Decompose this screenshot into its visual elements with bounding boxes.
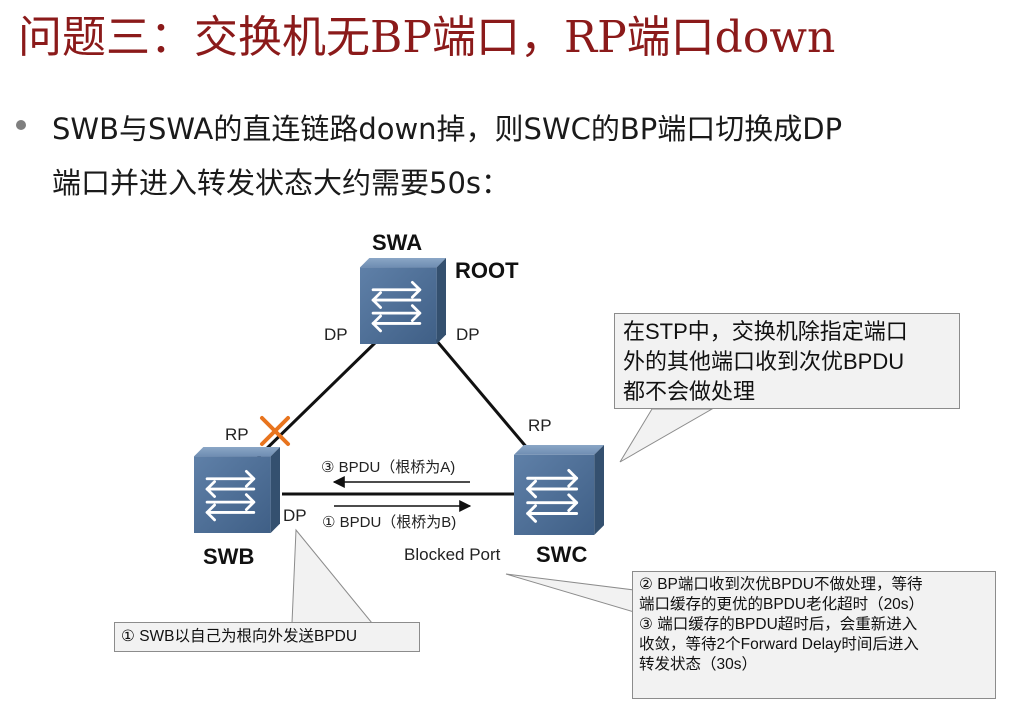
port-label-swa-right: DP <box>456 325 480 344</box>
bullet-line-1: SWB与SWA的直连链路down掉，则SWC的BP端口切换成DP <box>52 112 843 146</box>
switch-b-name: SWB <box>203 544 254 569</box>
callout-stp-line-1: 在STP中，交换机除指定端口 <box>623 319 908 344</box>
callout-stp-line-2: 外的其他端口收到次优BPDU <box>623 349 905 374</box>
callout-stp-note: 在STP中，交换机除指定端口 外的其他端口收到次优BPDU 都不会做处理 <box>614 313 960 409</box>
link-swa-swc <box>434 339 530 450</box>
callout-swc-note: ② BP端口收到次优BPDU不做处理，等待 端口缓存的更优的BPDU老化超时（2… <box>632 571 996 699</box>
callout-swc-line-3: ③ 端口缓存的BPDU超时后，会重新进入 <box>639 616 918 633</box>
callout-stp-line-3: 都不会做处理 <box>623 379 756 404</box>
port-label-swb-right: DP <box>283 506 307 525</box>
switch-b-icon <box>194 445 280 535</box>
switch-c-name: SWC <box>536 542 587 567</box>
callout-swc-line-2: 端口缓存的更优的BPDU老化超时（20s） <box>639 596 925 613</box>
port-label-swb-up: RP <box>225 425 249 444</box>
callout-swc-line-4: 收敛，等待2个Forward Delay时间后进入 <box>639 636 919 653</box>
bullet-text: SWB与SWA的直连链路down掉，则SWC的BP端口切换成DP 端口并进入转发… <box>52 102 1022 210</box>
callout-swb-note: ① SWB以自己为根向外发送BPDU <box>114 622 420 652</box>
callout-swb-pointer <box>291 528 374 624</box>
bpdu-label-lower: ① BPDU（根桥为B) <box>322 514 456 531</box>
bpdu-label-upper: ③ BPDU（根桥为A) <box>321 459 455 476</box>
port-label-swc-blocked: Blocked Port <box>404 545 501 564</box>
switch-a-name: SWA <box>372 230 422 255</box>
callout-swc-line-1: ② BP端口收到次优BPDU不做处理，等待 <box>639 576 923 593</box>
x-mark-icon <box>260 416 290 446</box>
callout-swc-line-5: 转发状态（30s） <box>639 656 757 673</box>
switch-a-role: ROOT <box>455 258 519 283</box>
switch-a-icon <box>360 256 446 346</box>
page-title: 问题三：交换机无BP端口，RP端口down <box>18 12 836 63</box>
callout-stp-pointer <box>619 408 714 463</box>
bullet-dot <box>16 120 26 130</box>
port-label-swc-up: RP <box>528 416 552 435</box>
bullet-line-2: 端口并进入转发状态大约需要50s： <box>52 166 511 200</box>
link-swa-swb <box>256 338 380 459</box>
port-label-swa-left: DP <box>324 325 348 344</box>
switch-c-icon <box>514 444 604 536</box>
callout-swc-pointer <box>505 573 635 613</box>
